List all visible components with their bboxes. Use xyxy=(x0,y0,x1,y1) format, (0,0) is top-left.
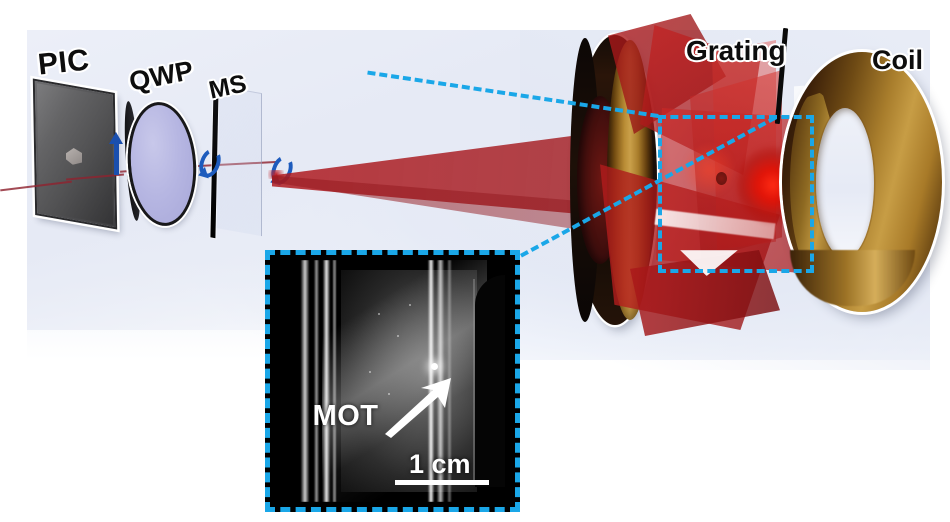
scale-bar-line xyxy=(394,480,489,486)
photo-speck xyxy=(378,313,381,316)
vacuum-cell-glow xyxy=(340,269,478,493)
label-pic: PIC xyxy=(36,43,92,82)
cell-mount-block xyxy=(474,274,506,488)
photo-speck xyxy=(369,371,371,374)
grating-glow-secondary xyxy=(684,140,734,200)
label-grating: Grating xyxy=(686,35,786,66)
cell-mount-edge xyxy=(472,279,475,483)
cell-wall-3 xyxy=(323,260,331,502)
linear-polarization-arrow-icon xyxy=(109,132,123,175)
photo-speck xyxy=(408,303,411,306)
label-coil: Coil xyxy=(872,45,923,75)
circular-polarization-arrow-icon-1 xyxy=(195,145,225,182)
cell-wall-4 xyxy=(332,260,337,502)
dashed-callout-box-icon xyxy=(658,115,814,273)
cell-wall-5 xyxy=(427,260,434,502)
inset-photo-canvas: MOT 1 cm xyxy=(275,260,510,502)
mot-photograph-inset: MOT 1 cm xyxy=(265,250,520,512)
grating-center-dot xyxy=(716,172,727,185)
scale-bar-label: 1 cm xyxy=(408,448,471,479)
mot-label: MOT xyxy=(312,400,379,433)
mot-pointer-arrow-icon xyxy=(384,378,451,439)
mot-atom-cloud xyxy=(431,362,439,370)
beam-waist xyxy=(268,170,284,179)
beam-streak xyxy=(322,260,487,502)
coil-right-aperture xyxy=(816,108,874,258)
photo-speck xyxy=(387,393,390,396)
cell-wall-6 xyxy=(437,260,444,502)
ms-plate xyxy=(215,84,262,237)
photo-speck xyxy=(397,335,400,338)
cell-wall-1 xyxy=(300,260,310,502)
cell-wall-2 xyxy=(313,260,319,502)
